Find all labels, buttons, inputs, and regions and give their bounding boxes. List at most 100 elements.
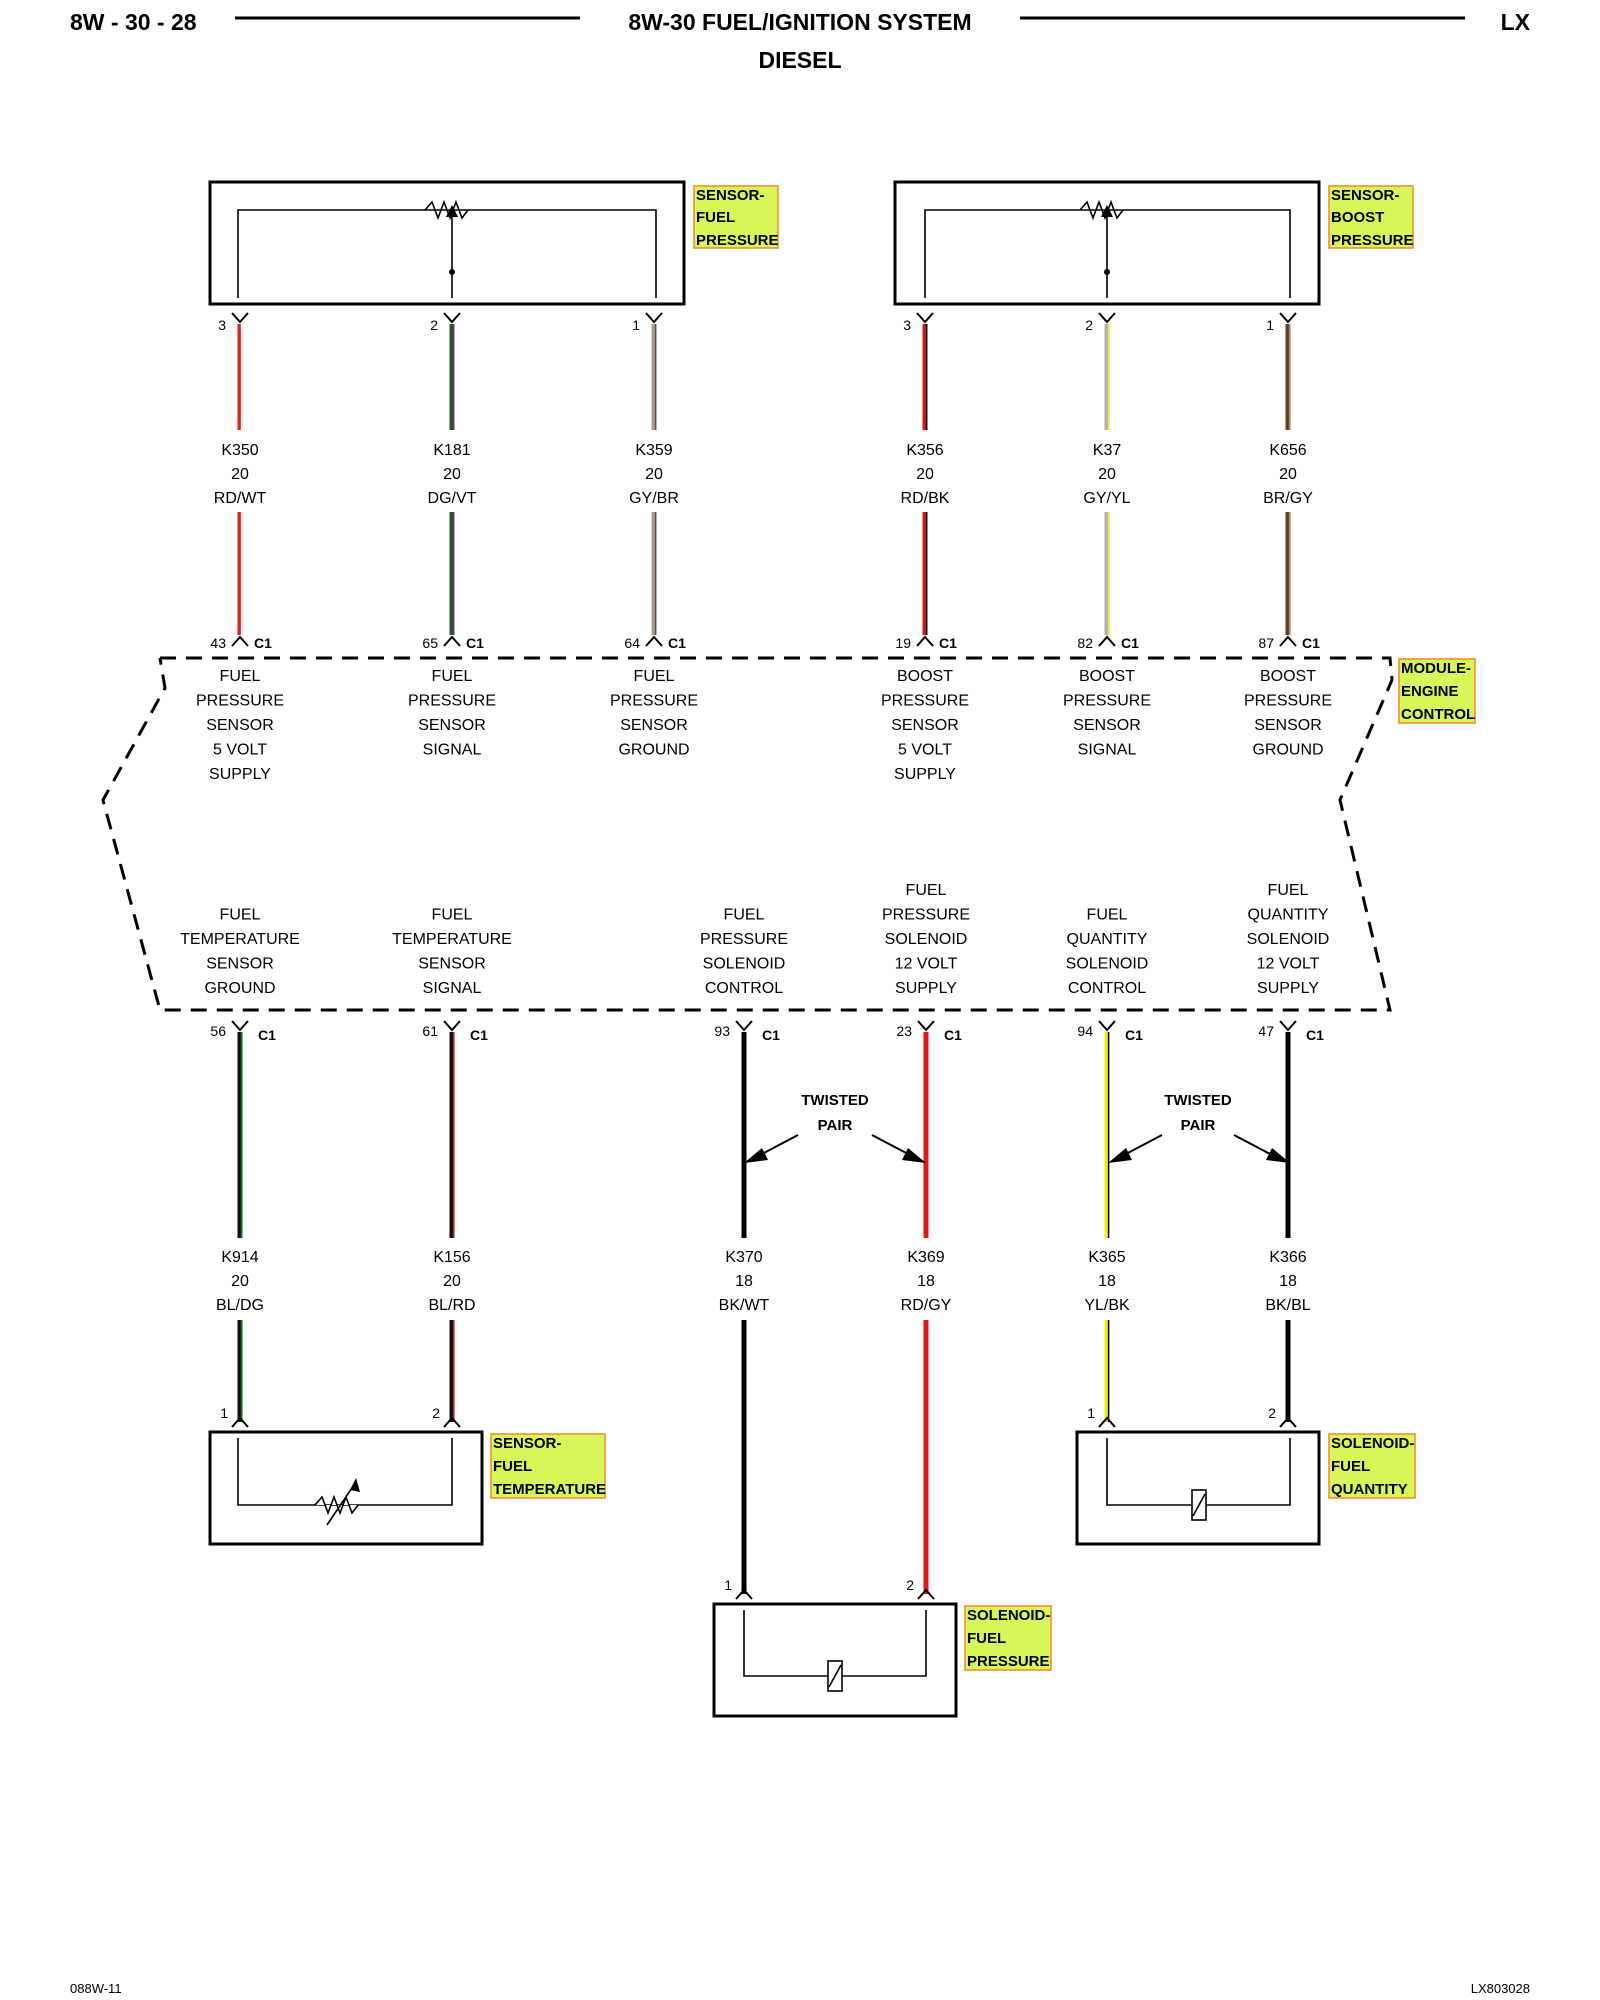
ecm-function-label: SIGNAL — [1078, 742, 1137, 759]
svg-text:MODULE-: MODULE- — [1401, 660, 1471, 677]
ecm-function-label: 12 VOLT — [1257, 956, 1320, 973]
ecm-function-label: FUEL — [220, 668, 261, 685]
ecm-function-label: GROUND — [204, 980, 275, 997]
ecm-pin-number: 93 — [714, 1023, 730, 1039]
svg-text:FUEL: FUEL — [1331, 1458, 1370, 1475]
ecm-function-label: FUEL — [906, 882, 947, 899]
ecm-function-label: SENSOR — [1073, 717, 1141, 734]
ecm-function-label: PRESSURE — [881, 693, 969, 710]
ecm-function-label: BOOST — [897, 668, 953, 685]
circuit-id: K366 — [1269, 1249, 1306, 1266]
ecm-function-label: SUPPLY — [1257, 980, 1319, 997]
twisted-pair-label-right: TWISTED PAIR — [1108, 1092, 1290, 1163]
ecm-function-label: TEMPERATURE — [180, 931, 300, 948]
svg-text:SENSOR-: SENSOR- — [493, 1435, 561, 1452]
ecm-function-label: QUANTITY — [1248, 907, 1329, 924]
ecm-function-label: FUEL — [1268, 882, 1309, 899]
ecm-function-label: GROUND — [1252, 742, 1323, 759]
ecm-function-label: BOOST — [1079, 668, 1135, 685]
tag-sensor-fuel-temperature: SENSOR- FUEL TEMPERATURE — [490, 1433, 606, 1499]
svg-text:CONTROL: CONTROL — [1401, 706, 1475, 723]
wire-color-code: GY/BR — [629, 490, 679, 507]
twisted-pair-label-left: TWISTED PAIR — [744, 1092, 926, 1163]
connector-id: C1 — [668, 635, 686, 651]
ecm-pin-number: 61 — [422, 1023, 438, 1039]
wire-gauge: 20 — [443, 1273, 461, 1290]
ecm-function-label: BOOST — [1260, 668, 1316, 685]
ecm-function-label: QUANTITY — [1067, 931, 1148, 948]
wire-color-code: BL/RD — [428, 1297, 475, 1314]
wire-color-code: BL/DG — [216, 1297, 264, 1314]
ecm-function-label: SENSOR — [418, 717, 486, 734]
connector-id: C1 — [939, 635, 957, 651]
ecm-function-label: CONTROL — [705, 980, 783, 997]
potentiometer-symbol — [1079, 199, 1124, 221]
ecm-function-label: FUEL — [220, 907, 261, 924]
svg-text:FUEL: FUEL — [493, 1458, 532, 1475]
ecm-function-label: PRESSURE — [196, 693, 284, 710]
wire-color-code: RD/WT — [214, 490, 267, 507]
model-code: LX — [1501, 9, 1531, 35]
wiper-arrow — [1101, 205, 1113, 217]
device-pin-number: 1 — [724, 1577, 732, 1593]
device-pin-number: 1 — [1087, 1405, 1095, 1421]
ecm-function-label: SOLENOID — [1066, 956, 1149, 973]
circuit-id: K181 — [433, 442, 470, 459]
circuit-id: K350 — [221, 442, 258, 459]
connector-id: C1 — [254, 635, 272, 651]
potentiometer-symbol — [424, 199, 469, 221]
device-pin-number: 2 — [1268, 1405, 1276, 1421]
wire-gauge: 20 — [916, 466, 934, 483]
sensor-fuel-pressure — [208, 180, 686, 306]
ecm-function-label: PRESSURE — [408, 693, 496, 710]
connector-id: C1 — [466, 635, 484, 651]
device-pin-number: 2 — [432, 1405, 440, 1421]
wire-color-code: RD/BK — [901, 490, 950, 507]
wire-gauge: 18 — [1279, 1273, 1297, 1290]
sensor-pin-number: 3 — [903, 317, 911, 333]
ecm-function-label: SOLENOID — [1247, 931, 1330, 948]
ecm-function-label: PRESSURE — [610, 693, 698, 710]
footer-left-code: 088W-11 — [70, 1981, 122, 1996]
ecm-pin-number: 23 — [896, 1023, 912, 1039]
ecm-pin-number: 82 — [1077, 635, 1093, 651]
solenoid-fuel-quantity — [1075, 1430, 1321, 1546]
ecm-pin-number: 47 — [1258, 1023, 1274, 1039]
connector-id: C1 — [1125, 1027, 1143, 1043]
tag-solenoid-fuel-pressure: SOLENOID- FUEL PRESSURE — [964, 1605, 1052, 1671]
tag-solenoid-fuel-quantity: SOLENOID- FUEL QUANTITY — [1328, 1433, 1416, 1499]
circuit-id: K914 — [221, 1249, 258, 1266]
ecm-function-label: SENSOR — [1254, 717, 1322, 734]
ecm-function-label: PRESSURE — [1063, 693, 1151, 710]
svg-text:FUEL: FUEL — [696, 209, 735, 226]
ecm-function-label: 5 VOLT — [898, 742, 952, 759]
circuit-id: K369 — [907, 1249, 944, 1266]
wire-color-code: RD/GY — [901, 1297, 952, 1314]
svg-text:BOOST: BOOST — [1331, 209, 1384, 226]
arrow-icon — [1266, 1148, 1290, 1163]
tag-module-engine-control: MODULE- ENGINE CONTROL — [1398, 658, 1476, 724]
svg-text:TWISTED: TWISTED — [801, 1092, 869, 1109]
connector-id: C1 — [1121, 635, 1139, 651]
svg-text:PAIR: PAIR — [818, 1117, 853, 1134]
circuit-id: K359 — [635, 442, 672, 459]
ecm-function-label: SOLENOID — [703, 956, 786, 973]
sensor-pin-number: 3 — [218, 317, 226, 333]
arrow-icon — [744, 1148, 768, 1163]
wire-gauge: 20 — [231, 1273, 249, 1290]
ecm-function-label: TEMPERATURE — [392, 931, 512, 948]
wire-color-code: DG/VT — [428, 490, 477, 507]
ecm-pin-number: 43 — [210, 635, 226, 651]
arrow-icon — [1108, 1148, 1132, 1163]
ecm-function-label: FUEL — [724, 907, 765, 924]
wire-gauge: 20 — [645, 466, 663, 483]
